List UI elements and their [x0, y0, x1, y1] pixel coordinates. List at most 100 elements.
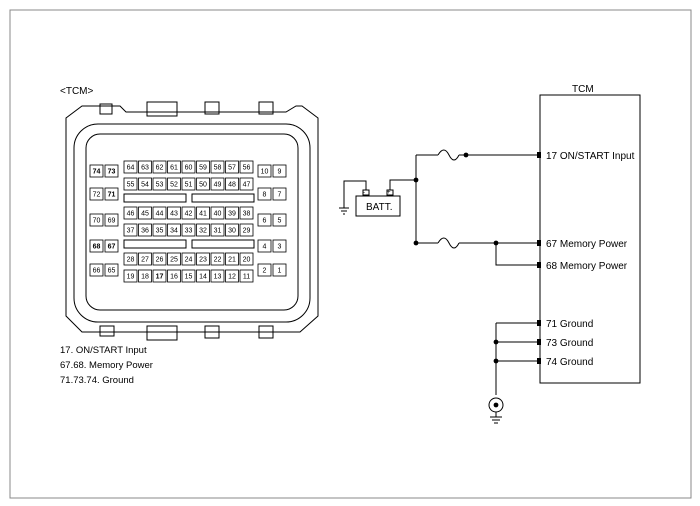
pin-cell: [152, 269, 167, 283]
pin-number: 62: [156, 165, 164, 172]
pin-cell: [239, 223, 254, 237]
pin-number: 2: [263, 268, 267, 275]
pin-cell: [181, 206, 196, 220]
pin-cell: [138, 177, 152, 191]
pin-cell: [225, 252, 239, 266]
pin-number: 10: [261, 169, 269, 176]
pin-cell: [152, 206, 167, 220]
pin-cell: [123, 269, 138, 283]
pin-cell: [104, 263, 119, 277]
pin-cell: [210, 177, 225, 191]
junction-dot: [493, 240, 499, 246]
pin-number: 16: [170, 274, 178, 281]
pin-cell: [181, 223, 196, 237]
pin-cell: [181, 177, 196, 191]
pin-number: 71: [108, 192, 116, 199]
pin-cell: [89, 213, 104, 227]
connector-outer-shell: [65, 105, 319, 333]
pin-legend: 17. ON/START Input 67.68. Memory Power 7…: [60, 345, 153, 390]
pin-number: 18: [141, 274, 149, 281]
pin-number: 38: [243, 211, 251, 218]
pin-number: 34: [170, 228, 178, 235]
pin-cell: [196, 177, 210, 191]
battery-ground-symbol: [339, 207, 349, 215]
pin-cell: [272, 213, 287, 227]
legend-line-on-start: 17. ON/START Input: [60, 345, 147, 356]
terminal-marker: [537, 320, 541, 326]
pin-cell: [138, 223, 152, 237]
pin-number: 44: [156, 211, 164, 218]
pin-number: 17: [156, 274, 164, 281]
battery-label: BATT.: [366, 202, 392, 213]
pin-number: 8: [263, 192, 267, 199]
pin-cell: [89, 263, 104, 277]
terminal-label-68: 68 Memory Power: [546, 261, 628, 272]
terminal-marker: [537, 240, 541, 246]
connector-divider-bar: [191, 193, 255, 203]
fuse-upper: [437, 149, 460, 161]
battery-body: [355, 195, 401, 217]
pin-number: 41: [199, 211, 207, 218]
pin-cell: [152, 160, 167, 174]
pin-number: 51: [185, 182, 193, 189]
pin-number: 69: [108, 218, 116, 225]
terminal-marker: [537, 152, 541, 158]
pin-cell: [239, 177, 254, 191]
legend-line-memory-power: 67.68. Memory Power: [60, 360, 153, 371]
connector-top-tab: [146, 101, 178, 117]
pin-cell: [89, 239, 104, 253]
pin-cell: [225, 160, 239, 174]
pin-cell: [257, 164, 272, 178]
pin-number: 15: [185, 274, 193, 281]
pin-number: 43: [170, 211, 178, 218]
pin-number: 7: [278, 192, 282, 199]
terminal-label-71: 71 Ground: [546, 319, 593, 330]
connector-bottom-tab: [99, 325, 115, 337]
pin-number: 21: [228, 257, 236, 264]
pin-cell: [239, 269, 254, 283]
pin-cell: [272, 187, 287, 201]
tcm-module-title: TCM: [572, 84, 594, 95]
pin-cell: [152, 252, 167, 266]
connector-title: <TCM>: [60, 86, 94, 97]
pin-number: 63: [141, 165, 149, 172]
pin-number: 24: [185, 257, 193, 264]
chassis-ground-symbol: [490, 412, 502, 424]
pin-cell: [123, 252, 138, 266]
pin-number: 47: [243, 182, 251, 189]
pin-cell: [123, 160, 138, 174]
pin-number: 53: [156, 182, 164, 189]
pin-number: 52: [170, 182, 178, 189]
terminal-label-74: 74 Ground: [546, 357, 593, 368]
junction-dot: [493, 339, 499, 345]
pin-number: 55: [127, 182, 135, 189]
connector-pin-field: [85, 133, 299, 311]
connector-inner-shell: [73, 123, 311, 323]
pin-number: 1: [278, 268, 282, 275]
pin-number: 54: [141, 182, 149, 189]
pin-cell: [196, 269, 210, 283]
pin-number: 48: [228, 182, 236, 189]
battery-plus-sign: +: [387, 190, 391, 196]
pin-number: 70: [93, 218, 101, 225]
connector-bottom-tab: [146, 325, 178, 341]
pin-cell: [210, 223, 225, 237]
pin-number: 67: [108, 244, 116, 251]
pin-number: 64: [127, 165, 135, 172]
pin-cell: [167, 206, 181, 220]
terminal-marker: [537, 339, 541, 345]
terminal-label-73: 73 Ground: [546, 338, 593, 349]
pin-number: 6: [263, 218, 267, 225]
pin-number: 39: [228, 211, 236, 218]
pin-cell: [167, 252, 181, 266]
connector-top-tab: [258, 101, 274, 115]
pin-cell: [167, 269, 181, 283]
pin-number: 46: [127, 211, 135, 218]
pin-number: 26: [156, 257, 164, 264]
pin-number: 68: [93, 244, 101, 251]
diagram-frame: [9, 9, 692, 499]
pin-cell: [272, 263, 287, 277]
pin-number: 57: [228, 165, 236, 172]
pin-number: 56: [243, 165, 251, 172]
